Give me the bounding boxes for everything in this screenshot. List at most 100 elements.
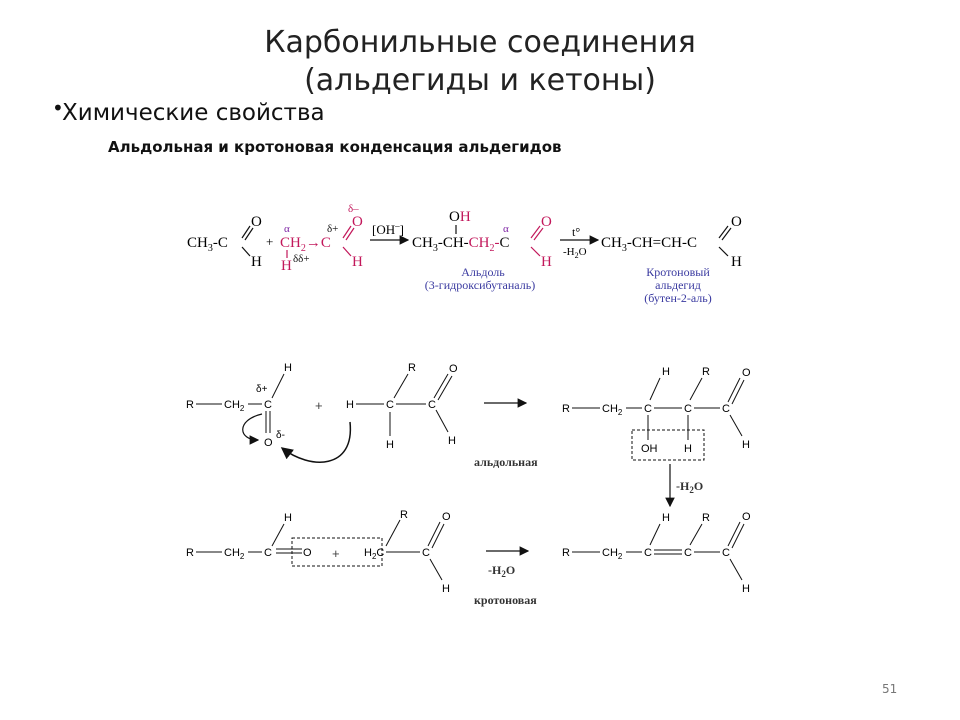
m3-o2: O: [442, 511, 451, 523]
product-aldol: OH α CH3-CH-CH2-C O H Альдоль (3-гидрокс…: [412, 209, 552, 292]
p2-c2: C: [684, 547, 692, 559]
p2-r2: R: [702, 512, 710, 524]
p1-bond-c1-h: [649, 377, 661, 401]
m1-delta-minus: δ-: [276, 430, 285, 441]
aldol-oh: OH: [449, 209, 471, 225]
reactant-acetaldehyde-1: CH3-C O H: [187, 214, 262, 270]
reactant2-h-right: H: [352, 254, 363, 270]
p1-c3: C: [722, 403, 730, 415]
bond-aldol-ch: [530, 246, 541, 257]
croton-h: H: [731, 254, 742, 270]
m1-bond-c-h: [271, 373, 285, 399]
aldol-name: Альдоль: [461, 265, 505, 279]
m2-c1: C: [386, 399, 394, 411]
p2-bond-c3-h: [729, 558, 743, 581]
bond-c-o-2: [244, 227, 254, 241]
m2-c2: C: [428, 399, 436, 411]
dehydration-label-horizontal: -H2O: [488, 563, 515, 579]
croton-name-2: альдегид: [655, 278, 701, 292]
catalyst-label: [OH–]: [372, 221, 404, 237]
m2-bond-c-r: [393, 373, 409, 399]
p2-c1: C: [644, 547, 652, 559]
condition-bottom: -H2O: [563, 246, 587, 260]
h-delta-plus: δδ+: [293, 253, 310, 265]
p2-h-top: H: [662, 512, 670, 524]
bond-c-o-r2-1: [342, 225, 352, 239]
p1-elimination-box: [631, 429, 705, 461]
p2-bond-c1-h: [649, 523, 661, 546]
m3-bond-c2-h: [429, 558, 443, 581]
croton-systematic-name: (бутен-2-аль): [644, 291, 712, 305]
o-delta-minus: δ–: [348, 203, 359, 215]
bond-c-h-r2: [342, 246, 352, 257]
m1-curved-arrow-attack: [280, 421, 351, 463]
p1-bond-co-2: [731, 379, 745, 405]
slide-title: Карбонильные соединения (альдегиды и кет…: [0, 24, 960, 100]
product-crotonaldehyde: CH3-CH=CH-C O H Кротоновый альдегид (бут…: [601, 214, 742, 305]
m3-r: R: [186, 547, 194, 559]
m3-c: C: [264, 547, 272, 559]
p1-r2: R: [702, 366, 710, 378]
p2-r: R: [562, 547, 570, 559]
p1-h-top: H: [662, 366, 670, 378]
m3-elimination-box: [291, 537, 383, 567]
bond-croton-ch: [718, 246, 729, 257]
p2-bond-c2-r: [689, 523, 703, 546]
m2-h-right: H: [448, 435, 456, 447]
plus-sign-1: +: [266, 234, 273, 249]
dehydration-label-vertical: -H2O: [676, 479, 703, 495]
title-line-2: (альдегиды и кетоны): [304, 63, 656, 98]
aldol-formula: CH3-CH-CH2-C: [412, 235, 510, 254]
bond-c-h: [241, 246, 251, 257]
p2-o: O: [742, 511, 751, 523]
m3-ch2: CH2: [224, 547, 245, 561]
m2-bond-co-1: [433, 373, 449, 399]
p1-bond-c2-r: [689, 377, 703, 401]
aldol-h: H: [541, 254, 552, 270]
alpha-label-1: α: [284, 223, 290, 235]
m1-delta-plus: δ+: [256, 384, 268, 395]
reactant2-ch2: CH2→C: [280, 235, 331, 254]
m3-o: O: [303, 547, 312, 559]
p1-oh: OH: [641, 443, 658, 455]
bullet-text: Химические свойства: [62, 100, 325, 126]
croton-o: O: [731, 214, 742, 230]
aldol-label: альдольная: [474, 455, 538, 469]
p2-h-right: H: [742, 583, 750, 595]
m2-o: O: [449, 363, 458, 375]
bullet-item: • Химические свойства: [52, 96, 325, 126]
p2-bond-co-2: [731, 523, 745, 549]
crotonic-label: кротоновая: [474, 593, 537, 607]
bullet-dot-icon: •: [52, 96, 64, 120]
p2-c3: C: [722, 547, 730, 559]
section-subtitle: Альдольная и кротоновая конденсация альд…: [108, 138, 562, 156]
reactant2-h-bottom: H: [281, 258, 292, 274]
m1-ch2: CH2: [224, 399, 245, 413]
p1-bond-c3-h: [729, 414, 743, 437]
dehydration-arrow: t° -H2O: [560, 225, 600, 260]
title-line-1: Карбонильные соединения: [264, 25, 696, 60]
page-number: 51: [882, 682, 898, 696]
m1-curved-arrow-co: [242, 413, 263, 445]
m3-h: H: [284, 512, 292, 524]
reactant1-o: O: [251, 214, 262, 230]
bond-aldol-co-2: [533, 227, 544, 241]
m1-c: C: [264, 399, 272, 411]
m3-h-right: H: [442, 583, 450, 595]
p1-h-bottom: H: [684, 443, 692, 455]
m3-c2: C: [422, 547, 430, 559]
catalyst-arrow: [OH–]: [370, 221, 410, 245]
mechanism-crotonic: R CH2 C H O + H2C R C O H -H2O кротонова…: [186, 509, 751, 607]
p2-bond-co-1: [727, 521, 741, 547]
m3-plus: +: [332, 546, 340, 561]
bond-c-o-1: [241, 225, 251, 239]
p1-c1: C: [644, 403, 652, 415]
m2-bond-c2-h: [435, 409, 449, 433]
mechanism-aldol: R CH2 C H δ+ O δ- + H C R H C O H альдол…: [186, 362, 751, 508]
p1-bond-co-1: [727, 377, 741, 403]
m2-h-bottom: H: [386, 439, 394, 451]
m1-plus: +: [315, 398, 323, 413]
p2-ch2: CH2: [602, 547, 623, 561]
aldol-systematic-name: (3-гидроксибутаналь): [425, 278, 535, 292]
alpha-label-2: α: [503, 223, 509, 235]
